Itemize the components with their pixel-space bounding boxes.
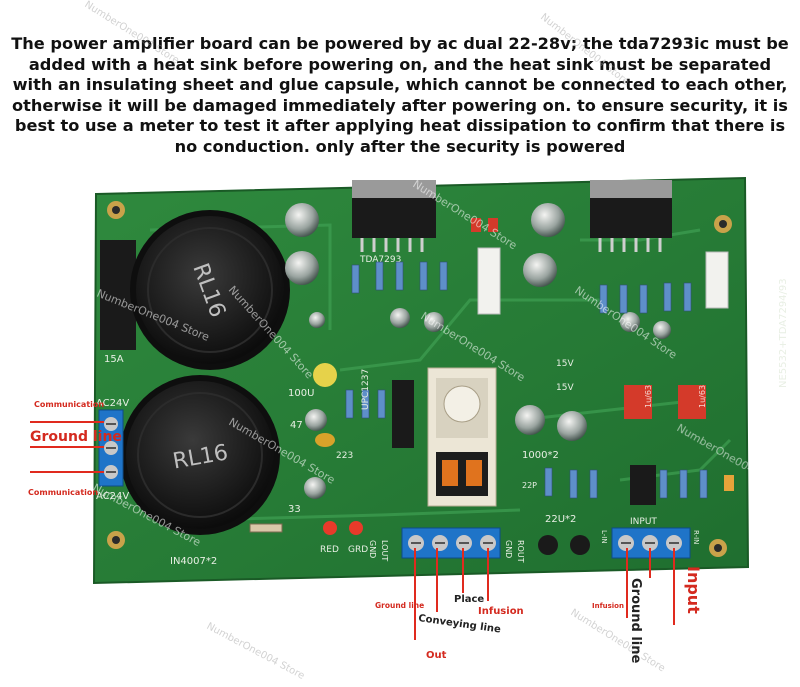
red-capacitor [471,218,734,491]
large-capacitor: RL16 [120,375,280,535]
opamp-label: NE5532+TDA7294/93 [778,278,789,388]
red-led [323,521,337,535]
annotation-place: Place [454,594,484,605]
resistor [345,261,708,499]
tantalum-capacitor [315,433,335,447]
white-connector [705,251,729,309]
ac-label-top: AC24V [96,398,129,409]
cap-label: 100U [288,388,314,399]
film-capacitor [678,385,706,419]
zener-label: 15V [556,359,574,369]
ac-label-bottom: AC24V [96,491,129,502]
tda7293-ic-left [352,180,436,252]
annotation-infusion-in: Infusion [592,602,624,610]
annotation-input: Input [684,566,703,614]
mounting-hole [107,201,732,557]
caption-text: The power amplifier board can be powered… [11,34,789,156]
white-connector [477,247,501,315]
input-terminal [611,527,691,559]
output-pin-label: GND [368,540,377,558]
fuse-label: 15A [104,354,124,365]
input-pin-label: R-IN [692,530,700,544]
relay [427,367,497,507]
watermark: NumberOne004 Store [205,621,307,682]
output-pin-label: GND [504,540,513,558]
film-cap-label: 1u/63 [698,385,707,408]
annotation-infusion-out: Infusion [478,606,524,617]
annotation-lines [30,421,675,640]
electrolytic-capacitor [285,203,671,555]
red-led [349,521,363,535]
diode [249,523,283,533]
watermark: NumberOne004 Store [568,607,666,674]
annotation-output-ground-line: Ground line [375,601,424,610]
led-label-grn: GRD [348,545,368,555]
zener-label: 15V [556,383,574,393]
film-capacitor [624,385,652,419]
annotation-communication-bottom: Communication [28,488,98,497]
annotation-input-ground-line: Ground line [628,578,643,664]
led-label-red: RED [320,545,339,555]
fuse-block [100,240,136,350]
output-pin-label: ROUT [516,540,525,563]
ne5532-opamp [630,465,656,505]
relay-ic-label: UPC1237 [361,369,371,410]
watermark: NumberOne004 Store [82,0,180,66]
output-terminal [401,527,501,559]
yellow-capacitor [313,363,337,387]
cap-label: 1000*2 [522,450,559,461]
input-title: INPUT [630,517,657,527]
film-cap-label: 1u/63 [644,385,653,408]
cap-label: 47 [290,420,303,431]
cap-label: 22P [522,481,537,490]
tda7293-ic-right [590,180,672,252]
watermark: NumberOne004 Store [538,12,631,88]
ic-label: TDA7293 [359,255,401,265]
cap-label: 22U*2 [545,514,576,525]
cap-label: 223 [336,451,353,461]
annotation-communication-top: Communication [34,400,104,409]
relay-ic [392,380,414,448]
annotation-out: Out [426,650,447,661]
output-pin-label: LOUT [380,540,389,561]
large-capacitor: RL16 [130,210,290,370]
diode-label: IN4007*2 [170,556,217,567]
cap-label: 33 [288,504,301,515]
input-pin-label: L-IN [600,530,608,544]
annotation-ground-line: Ground line [30,429,122,445]
